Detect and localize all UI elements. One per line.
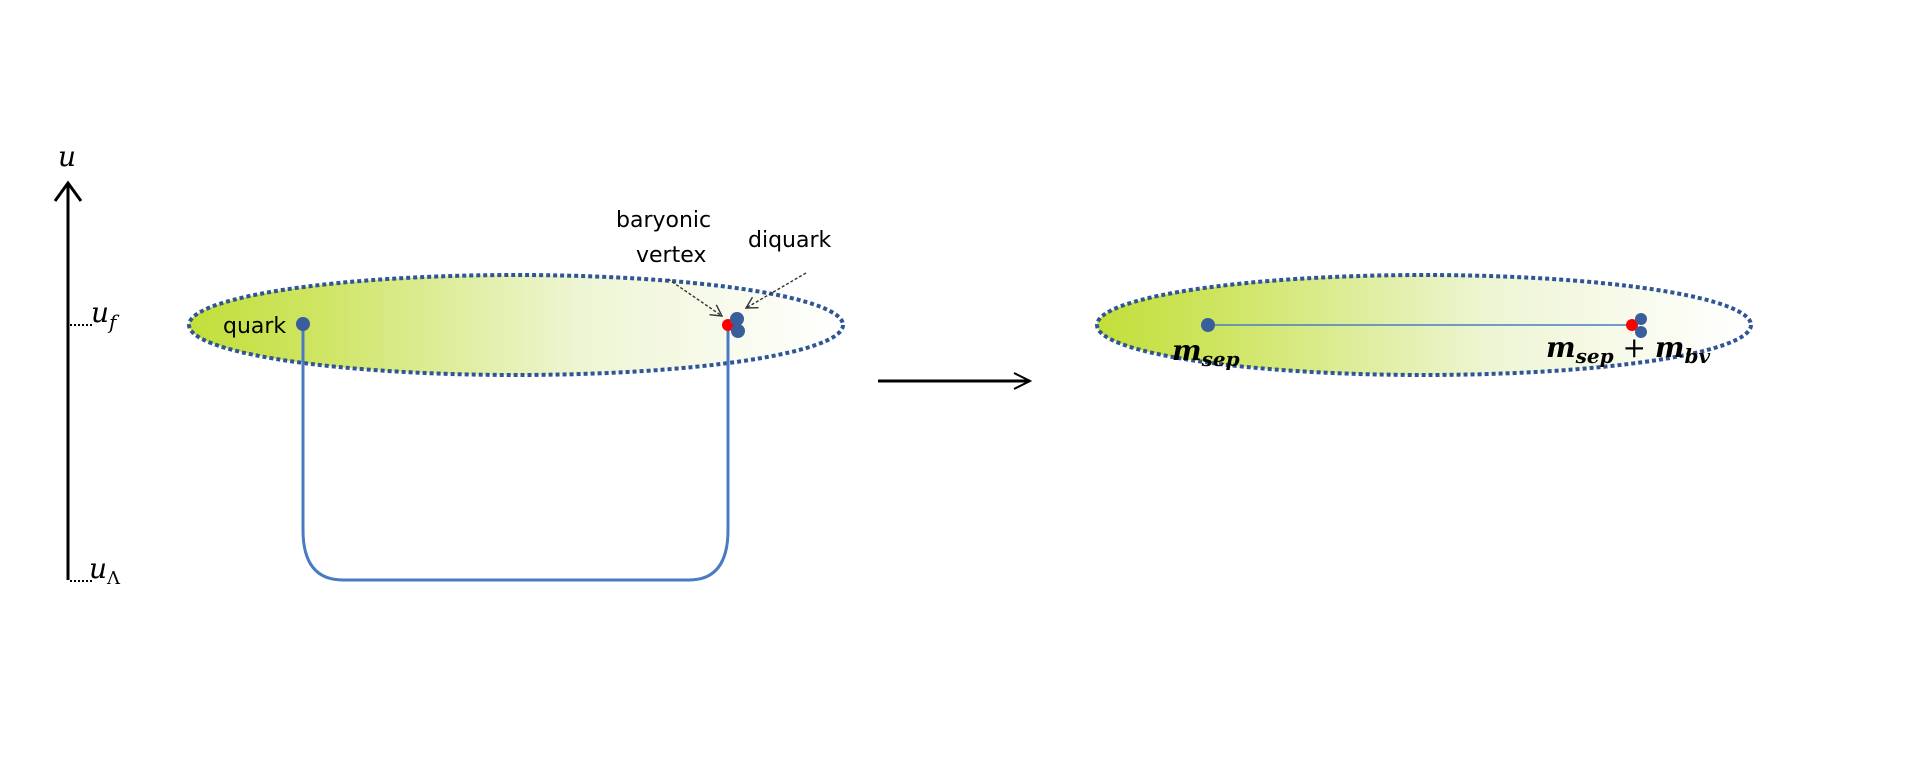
m-sep-label: msep bbox=[1172, 334, 1240, 371]
diquark-dot-1 bbox=[730, 312, 744, 326]
u-f-label: uf bbox=[91, 296, 120, 334]
string-u-shape bbox=[301, 325, 730, 582]
baryonic-vertex-pointer-arrow bbox=[667, 278, 724, 317]
u-axis-label: u bbox=[58, 140, 76, 173]
u-lambda-label: uΛ bbox=[89, 552, 121, 589]
m-sep-plus-m-bv-label: msep + mbv bbox=[1546, 331, 1711, 368]
quark-dot bbox=[296, 317, 310, 331]
right-diquark-dot-2 bbox=[1635, 326, 1647, 338]
baryonic-vertex-label: baryonic bbox=[616, 208, 711, 233]
u-axis: u uf uΛ bbox=[53, 140, 121, 589]
diquark-dot-2 bbox=[731, 324, 745, 338]
left-panel: quark baryonic vertex diquark bbox=[187, 208, 845, 582]
u-axis-arrowhead bbox=[53, 180, 83, 202]
right-quark-dot bbox=[1201, 318, 1215, 332]
right-baryonic-vertex-dot bbox=[1626, 319, 1638, 331]
right-panel: msep msep + mbv bbox=[1095, 273, 1753, 377]
baryonic-vertex-label-line2: vertex bbox=[636, 243, 706, 268]
quark-label: quark bbox=[223, 314, 286, 339]
right-diquark-dot-1 bbox=[1635, 313, 1647, 325]
diquark-label: diquark bbox=[748, 228, 832, 253]
left-flavor-brane-ellipse bbox=[187, 273, 845, 377]
diquark-pointer-arrow bbox=[744, 272, 807, 309]
